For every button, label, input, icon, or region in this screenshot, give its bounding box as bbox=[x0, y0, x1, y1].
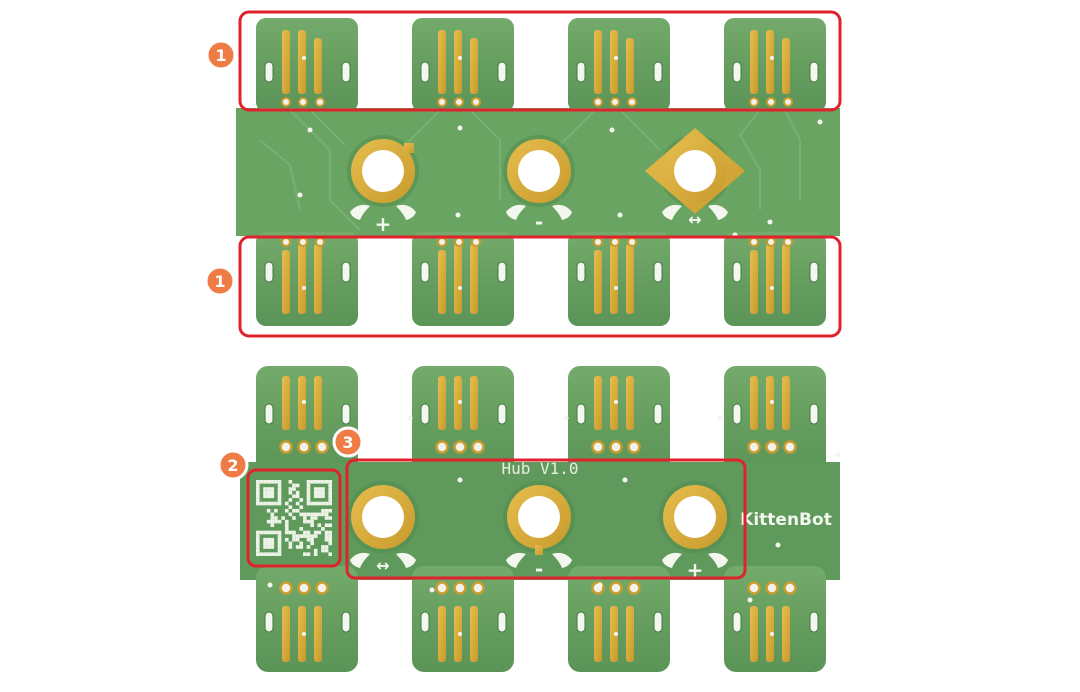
callout-box-qr bbox=[246, 468, 342, 568]
bottom-board-pad-bidir bbox=[347, 481, 419, 553]
top-plus-label: + bbox=[375, 212, 392, 236]
top-board-vias bbox=[281, 97, 793, 247]
bottom-plus-label: + bbox=[687, 558, 704, 582]
callout-badge-3: 3 bbox=[332, 426, 364, 458]
qr-code-cells bbox=[256, 480, 332, 556]
callout-box-edge-bottom bbox=[238, 235, 842, 338]
top-board-pad-plus bbox=[347, 135, 419, 207]
bottom-board: ↔ - + Hub V1.0 KittenBot bbox=[240, 366, 841, 672]
callout-box-pads bbox=[345, 458, 747, 580]
bottom-board-slots bbox=[264, 403, 819, 633]
badge-1a-number: 1 bbox=[215, 46, 226, 65]
top-board-pad-bidir bbox=[645, 128, 745, 214]
top-board-lower-tabs bbox=[256, 232, 826, 326]
badge-2-number: 2 bbox=[227, 456, 238, 475]
qr-code bbox=[252, 476, 336, 560]
top-board-lower-fingers bbox=[282, 244, 790, 314]
callout-badge-1b: 1 bbox=[204, 265, 236, 297]
bottom-board-upper-fingers bbox=[282, 376, 790, 430]
callout-badge-2: 2 bbox=[217, 449, 249, 481]
bottom-board-silk-arcs bbox=[350, 552, 728, 568]
callout-badge-1a: 1 bbox=[205, 39, 237, 71]
callout-box-edge-top bbox=[238, 10, 842, 112]
top-board-upper-fingers bbox=[282, 30, 790, 94]
board-title-label: Hub V1.0 bbox=[501, 459, 578, 478]
top-board-silk-arcs bbox=[350, 204, 728, 220]
top-board-slots bbox=[264, 61, 819, 283]
top-board-dots bbox=[297, 56, 823, 290]
top-minus-label: - bbox=[535, 210, 543, 234]
bottom-board-vias bbox=[279, 440, 797, 595]
brand-label: KittenBot bbox=[740, 510, 832, 530]
bottom-board-pad-minus bbox=[503, 481, 575, 555]
bottom-board-lower-fingers bbox=[282, 606, 790, 662]
badge-1b-number: 1 bbox=[214, 272, 225, 291]
callout-boxes bbox=[238, 10, 842, 580]
bottom-minus-label: - bbox=[535, 557, 543, 581]
top-bidir-label: ↔ bbox=[688, 210, 701, 229]
bottom-board-dots bbox=[267, 400, 841, 636]
bottom-board-pad-plus bbox=[659, 481, 731, 553]
top-board-upper-tabs bbox=[256, 18, 826, 112]
bottom-bidir-label: ↔ bbox=[376, 556, 389, 575]
top-board-pad-minus bbox=[503, 135, 575, 207]
badge-3-number: 3 bbox=[342, 433, 353, 452]
top-board: + - ↔ bbox=[236, 18, 840, 326]
